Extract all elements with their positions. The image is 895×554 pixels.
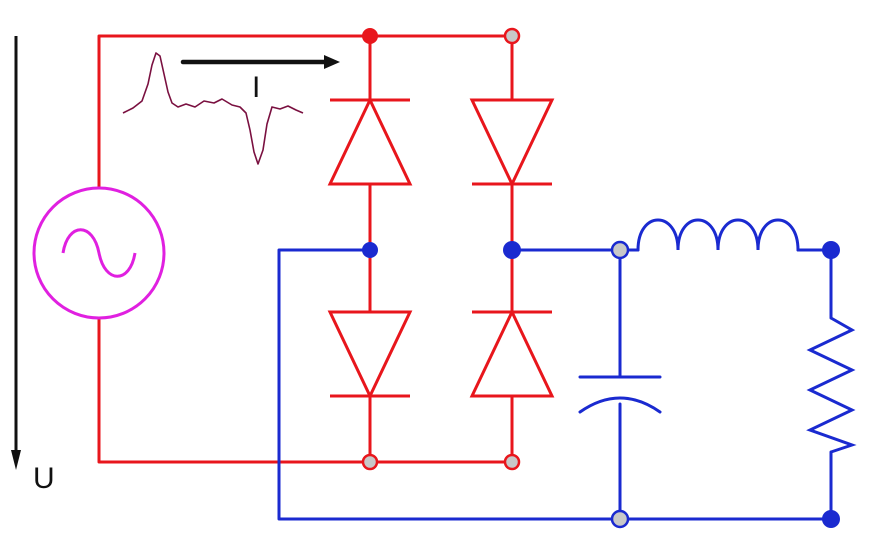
node-capacitor-top (610, 240, 630, 260)
resistor-icon (806, 316, 857, 454)
diode-bottom-left-icon (327, 310, 413, 400)
dc-solid-nodes (362, 241, 840, 528)
current-arrow-head (324, 55, 340, 69)
node-bottom-left (361, 453, 379, 471)
node-capacitor-bottom (610, 509, 630, 529)
current-arrow-icon (180, 55, 340, 69)
dc-hollow-nodes (610, 240, 630, 529)
node-right-mid (503, 241, 521, 259)
diode-top-right-icon (469, 98, 555, 188)
node-output-bottom (822, 510, 840, 528)
node-top-left (362, 28, 378, 44)
capacitor-icon (578, 375, 662, 414)
diode-top-left-icon (327, 96, 413, 186)
diode-bottom-right-icon (469, 308, 555, 398)
inductor-icon (636, 218, 800, 252)
diode-triangle (469, 98, 555, 188)
capacitor-plate-curved (578, 396, 662, 414)
bottom-rail-wire (97, 316, 514, 464)
voltage-label: U (33, 462, 55, 495)
current-label: I (252, 71, 260, 104)
diode-triangle (327, 310, 413, 400)
ac-source-icon (32, 186, 166, 320)
voltage-arrow-icon (11, 36, 21, 470)
node-top-right (503, 27, 521, 45)
node-left-mid (362, 242, 378, 258)
voltage-arrow-head (11, 450, 21, 470)
dc-return-wire (277, 248, 833, 521)
ac-hollow-nodes (361, 27, 521, 471)
diode-bridge (327, 96, 555, 400)
diode-triangle (469, 308, 555, 398)
diode-triangle (327, 96, 413, 186)
node-bottom-right (503, 453, 521, 471)
node-output-top (822, 241, 840, 259)
dc-side-wiring (277, 248, 833, 521)
current-waveform-trace (122, 52, 304, 165)
ac-source-circle (32, 186, 166, 320)
ac-source-sine (61, 228, 137, 278)
